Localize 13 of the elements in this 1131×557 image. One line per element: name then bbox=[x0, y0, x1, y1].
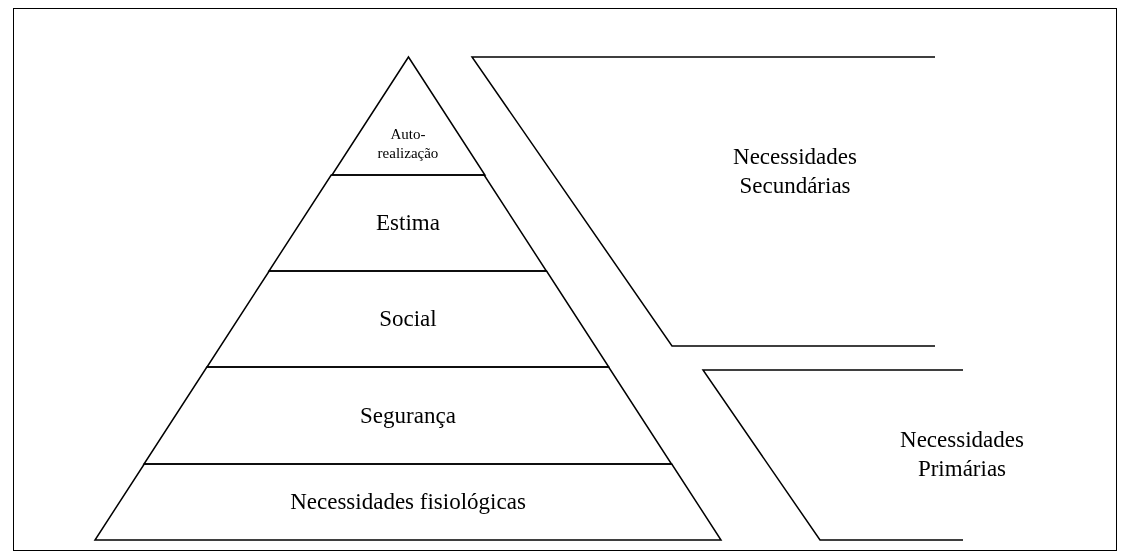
level-label: Social bbox=[378, 304, 438, 333]
level-label: Necessidades fisiológicas bbox=[289, 487, 527, 516]
level-label: Estima bbox=[375, 208, 441, 237]
level-label: Auto-realização bbox=[376, 125, 440, 163]
bracket-group bbox=[472, 57, 935, 346]
pyramid-level bbox=[144, 367, 672, 464]
level-label: Segurança bbox=[359, 401, 457, 430]
level-label: Necessidades Primárias bbox=[899, 426, 1025, 483]
pyramid-level bbox=[95, 464, 721, 540]
pyramid-top-level bbox=[331, 57, 485, 175]
pyramid-level bbox=[269, 175, 547, 271]
pyramid-level bbox=[207, 271, 609, 367]
level-label: Necessidades Secundárias bbox=[732, 143, 858, 200]
